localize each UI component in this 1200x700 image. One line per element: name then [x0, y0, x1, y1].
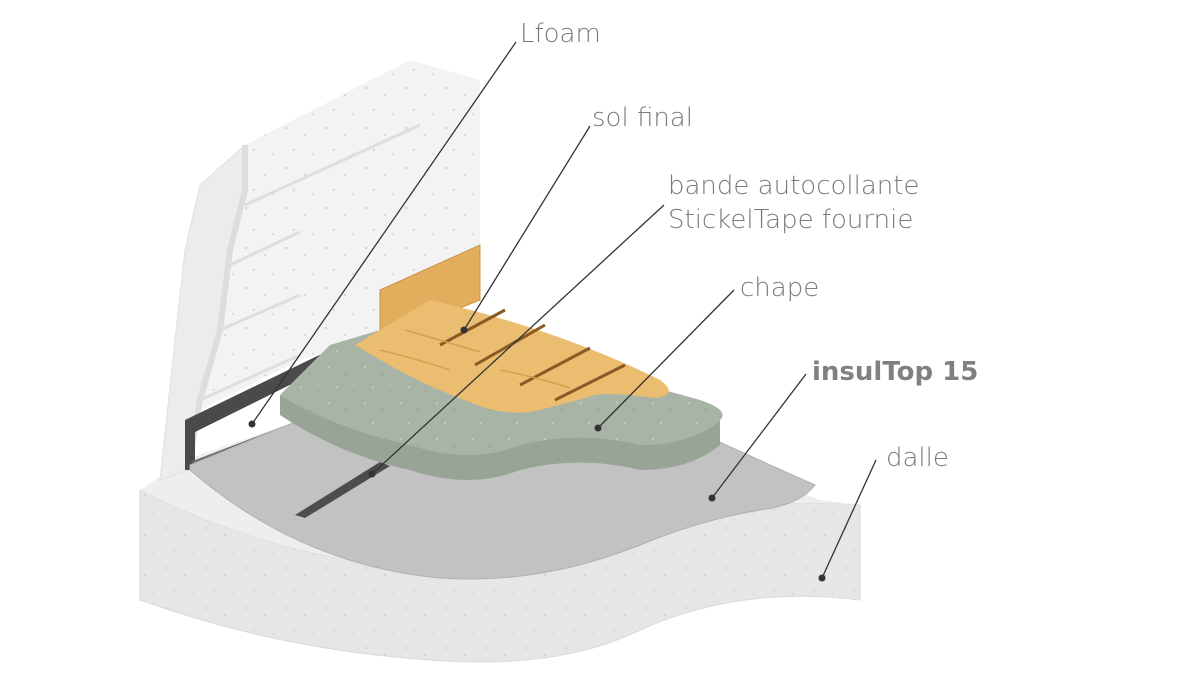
leader-lines	[251, 41, 877, 579]
leader-dots	[248, 326, 826, 582]
wood-board-gaps	[439, 308, 626, 402]
dot-insultop	[708, 494, 716, 502]
wood-floor	[355, 244, 669, 413]
label-lfoam: Lfoam	[520, 19, 601, 49]
leader-dalle	[821, 459, 877, 579]
leader-bande	[371, 204, 665, 475]
leader-chape	[597, 289, 735, 429]
leader-insultop	[711, 373, 807, 499]
dot-lfoam	[248, 420, 256, 428]
label-chape: chape	[740, 273, 820, 303]
label-dalle: dalle	[886, 443, 949, 473]
leader-lfoam	[251, 41, 517, 425]
wood-boards	[355, 300, 669, 413]
dot-bande	[368, 470, 376, 478]
screed-side	[280, 395, 720, 480]
wall-edge	[185, 145, 248, 471]
label-bande-line2: StickelTape fournie	[668, 205, 914, 235]
dot-sol-final	[460, 326, 468, 334]
sticktape-strip	[295, 462, 390, 518]
wood-grain	[379, 329, 571, 389]
label-bande-line1: bande autocollante	[668, 171, 920, 201]
leader-sol-final	[463, 125, 591, 331]
dot-chape	[594, 424, 602, 432]
label-sol-final: sol final	[592, 103, 693, 133]
wall-block-joints	[199, 123, 421, 402]
label-insultop: insulTop 15	[812, 357, 979, 387]
dot-dalle	[818, 574, 826, 582]
